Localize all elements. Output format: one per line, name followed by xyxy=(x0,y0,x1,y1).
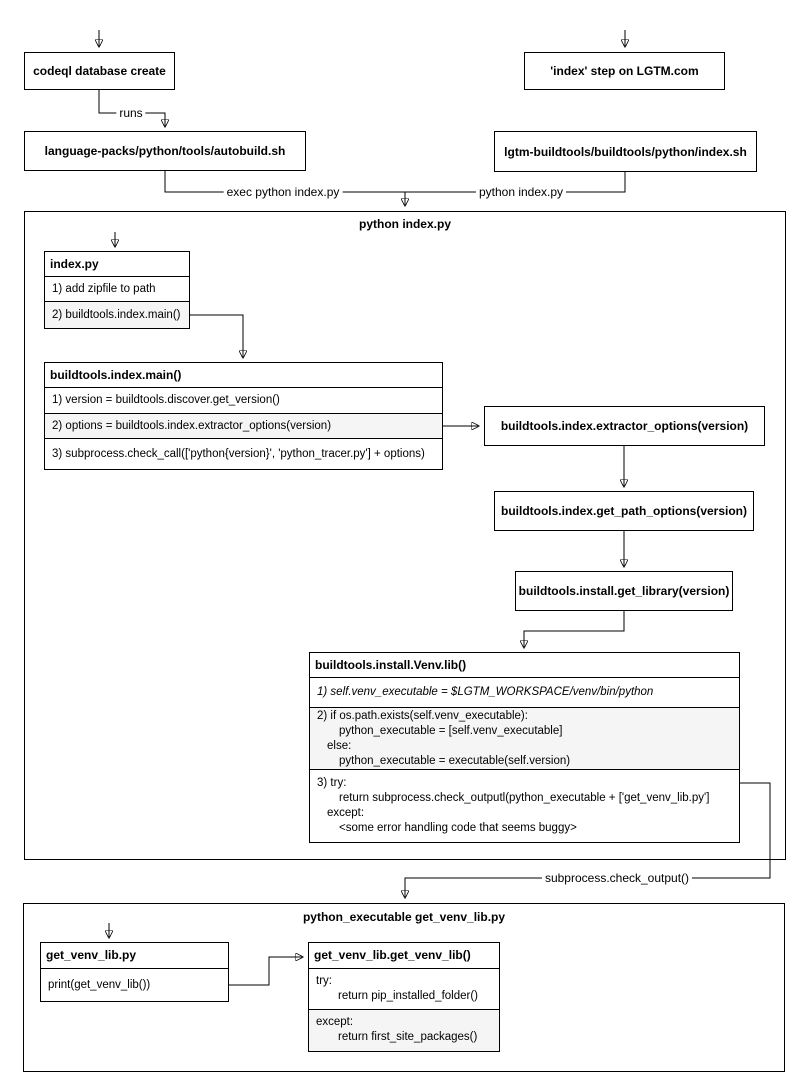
venv-row-2-line-4: python_executable = executable(self.vers… xyxy=(339,754,571,767)
buildtools-index-main-box: buildtools.index.main() 1) version = bui… xyxy=(44,362,443,470)
venv-row-3-line-1: 3) try: xyxy=(317,777,347,790)
python-indexpy-edge-label: python index.py xyxy=(475,185,567,199)
autobuild-sh-box: language-packs/python/tools/autobuild.sh xyxy=(24,131,306,171)
get-venv-lib-py-box: get_venv_lib.py print(get_venv_lib()) xyxy=(40,942,229,1002)
main-row-1: 1) version = buildtools.discover.get_ver… xyxy=(45,387,442,414)
edge-getlib-to-venv xyxy=(524,611,625,647)
get-venv-lib-py-row-1: print(get_venv_lib()) xyxy=(41,968,228,1001)
autobuild-box-label: language-packs/python/tools/autobuild.sh xyxy=(44,144,286,158)
get-venv-lib-py-header: get_venv_lib.py xyxy=(41,943,228,969)
extractor-options-box: buildtools.index.extractor_options(versi… xyxy=(484,406,765,446)
get-path-options-label: buildtools.index.get_path_options(versio… xyxy=(500,504,747,518)
venv-lib-header: buildtools.install.Venv.lib() xyxy=(310,653,739,678)
get-library-box: buildtools.install.get_library(version) xyxy=(515,571,733,611)
venv-row-1: 1) self.venv_executable = $LGTM_WORKSPAC… xyxy=(310,677,739,708)
get-venv-lib-fn-header: get_venv_lib.get_venv_lib() xyxy=(309,943,499,969)
extractor-options-label: buildtools.index.extractor_options(versi… xyxy=(500,419,749,433)
get-venv-fn-row-1-line-1: try: xyxy=(316,974,332,987)
venv-row-3-line-4: <some error handling code that seems bug… xyxy=(339,822,577,835)
index-sh-box-label: lgtm-buildtools/buildtools/python/index.… xyxy=(504,144,747,159)
edge-indexpy-to-main xyxy=(190,314,243,357)
edge-venv-checkoutput-bottom xyxy=(405,782,771,897)
venv-lib-box: buildtools.install.Venv.lib() 1) self.ve… xyxy=(309,652,740,843)
get-venv-fn-row-1: try: return pip_installed_folder() xyxy=(309,968,499,1010)
main-row-2: 2) options = buildtools.index.extractor_… xyxy=(45,413,442,440)
get-venv-lib-container-title: python_executable get_venv_lib.py xyxy=(302,910,506,924)
index-py-row-1: 1) add zipfile to path xyxy=(45,276,189,303)
python-indexpy-container-title: python index.py xyxy=(358,217,452,231)
exec-python-edge-label: exec python index.py xyxy=(223,185,343,199)
venv-row-2: 2) if os.path.exists(self.venv_executabl… xyxy=(310,707,739,771)
index-py-box: index.py 1) add zipfile to path 2) build… xyxy=(44,251,190,329)
get-venv-lib-container xyxy=(23,903,785,1072)
venv-row-2-line-3: else: xyxy=(327,739,352,752)
python-indexpy-container xyxy=(24,211,786,860)
venv-row-2-line-1: 2) if os.path.exists(self.venv_executabl… xyxy=(317,709,528,722)
get-library-label: buildtools.install.get_library(version) xyxy=(518,584,730,598)
runs-edge-label: runs xyxy=(116,106,146,120)
index-py-header: index.py xyxy=(45,252,189,277)
subprocess-check-output-edge-label: subprocess.check_output() xyxy=(541,871,693,885)
edge-print-to-getvenvfn xyxy=(229,957,302,986)
codeql-box-label: codeql database create xyxy=(33,64,166,78)
buildtools-index-main-header: buildtools.index.main() xyxy=(45,363,442,388)
get-venv-fn-row-2-line-2: return first_site_packages() xyxy=(338,1031,478,1044)
lgtm-box-label: 'index' step on LGTM.com xyxy=(550,64,699,78)
get-path-options-box: buildtools.index.get_path_options(versio… xyxy=(494,491,754,531)
get-venv-fn-row-2: except: return first_site_packages() xyxy=(309,1009,499,1051)
venv-row-3: 3) try: return subprocess.check_outputl(… xyxy=(310,770,739,842)
lgtm-index-step-box: 'index' step on LGTM.com xyxy=(524,52,725,90)
venv-row-3-line-2: return subprocess.check_outputl(python_e… xyxy=(339,792,710,805)
codeql-database-create-box: codeql database create xyxy=(24,52,175,90)
venv-row-2-line-2: python_executable = [self.venv_executabl… xyxy=(339,724,563,737)
venv-row-3-line-3: except: xyxy=(327,807,365,820)
main-row-3: 3) subprocess.check_call(['python{versio… xyxy=(45,439,442,470)
get-venv-fn-row-1-line-2: return pip_installed_folder() xyxy=(338,989,478,1002)
get-venv-fn-row-2-line-1: except: xyxy=(316,1016,354,1029)
get-venv-lib-fn-box: get_venv_lib.get_venv_lib() try: return … xyxy=(308,942,500,1052)
index-sh-box: lgtm-buildtools/buildtools/python/index.… xyxy=(494,131,757,172)
index-py-row-2: 2) buildtools.index.main() xyxy=(45,302,189,329)
